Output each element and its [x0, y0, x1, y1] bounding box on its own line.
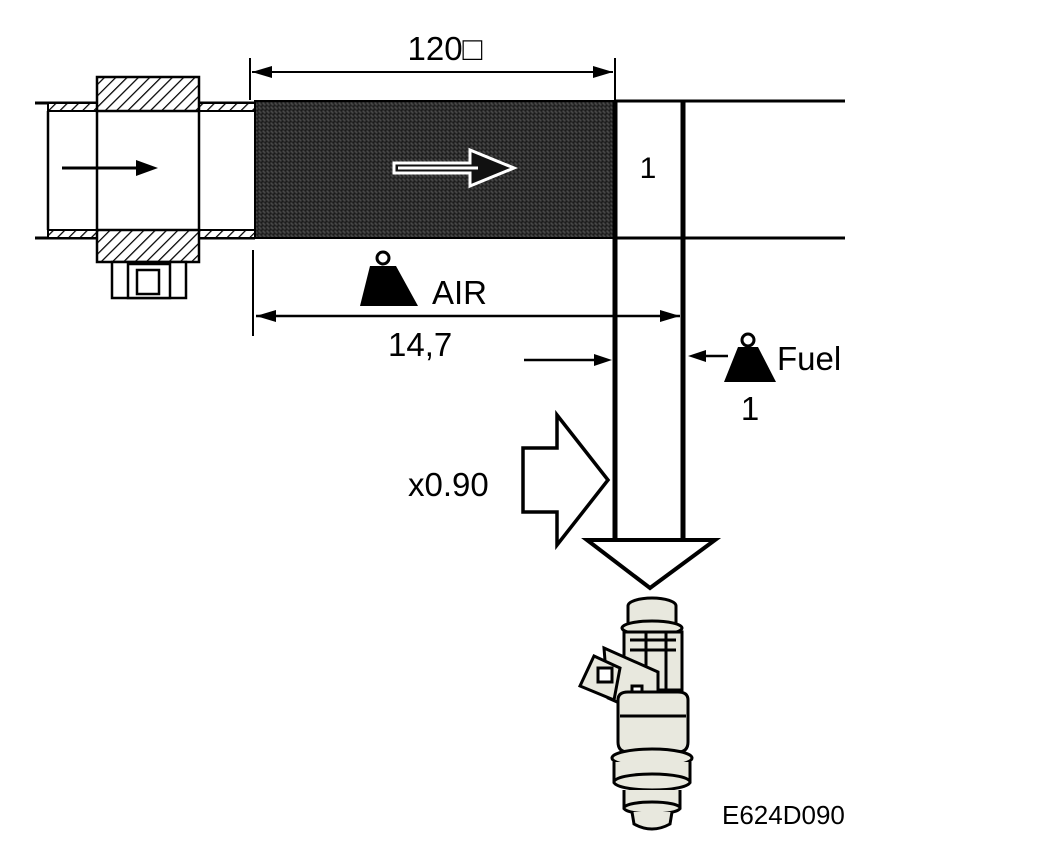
correction-arrow-icon — [521, 409, 611, 551]
sensor-connector-icon — [110, 260, 188, 300]
air-flow-arrow-icon — [392, 147, 518, 189]
duct-length-dimension — [249, 58, 616, 100]
fuel-weight-icon — [724, 332, 776, 382]
figure-code-label: E624D090 — [722, 800, 845, 830]
mixture-channel — [581, 101, 722, 591]
air-label: AIR — [432, 274, 487, 311]
air-column — [254, 100, 616, 239]
inlet-flow-arrow-icon — [62, 160, 158, 176]
air-weight-icon — [360, 250, 418, 306]
fuel-entry-pointer — [688, 350, 728, 362]
fuel-label: Fuel — [777, 340, 841, 377]
fuel-ratio-label: 1 — [741, 390, 759, 427]
duct-length-label: 120□ — [408, 30, 483, 67]
air-ratio-label: 14,7 — [388, 326, 452, 363]
fuel-injector-icon — [577, 596, 694, 831]
air-ratio-dimension — [252, 250, 680, 336]
air-mass-sensor — [35, 75, 256, 300]
section-number-label: 1 — [640, 152, 657, 185]
air-entry-pointer — [524, 354, 612, 366]
correction-factor-label: x0.90 — [408, 466, 489, 503]
